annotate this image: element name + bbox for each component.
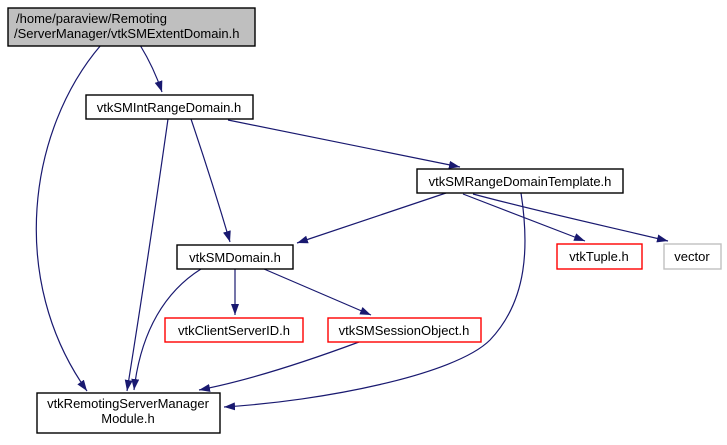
node-label: vtkSMDomain.h: [189, 250, 281, 265]
node-box: [176, 244, 294, 270]
node-box: [416, 168, 624, 194]
edge-intrangedomain-to-module: [124, 118, 169, 392]
node-label-line1: vtkRemotingServerManager: [47, 396, 210, 411]
edge-extentdomain-to-intrangedomain: [139, 44, 163, 93]
node-box: [327, 317, 482, 343]
node-vtksmrangedomaintemplate[interactable]: vtkSMRangeDomainTemplate.h: [416, 168, 624, 194]
edge-smdomain-to-smsessionobject: [263, 268, 372, 316]
node-label: vtkTuple.h: [569, 249, 629, 264]
node-label: vtkSMRangeDomainTemplate.h: [429, 174, 612, 189]
node-label: vtkSMSessionObject.h: [339, 323, 470, 338]
edge-smsessionobject-to-module: [198, 341, 360, 392]
node-vtksmsessionobject[interactable]: vtkSMSessionObject.h: [327, 317, 482, 343]
node-box: [36, 392, 221, 434]
edge-rangedomaintemplate-to-module: [223, 192, 526, 411]
node-label-line1: /home/paraview/Remoting: [16, 11, 167, 26]
edge-smdomain-to-module: [131, 268, 202, 391]
edge-extentdomain-to-module: [35, 44, 102, 392]
edge-rangedomaintemplate-to-vector: [472, 193, 669, 243]
node-label: vector: [674, 249, 710, 264]
edge-intrangedomain-to-rangedomaintemplate: [227, 119, 461, 169]
node-vtksmdomain[interactable]: vtkSMDomain.h: [176, 244, 294, 270]
node-box: [164, 317, 304, 343]
node-box: [556, 243, 643, 270]
node-vector[interactable]: vector: [663, 243, 722, 270]
edge-rangedomaintemplate-to-smdomain: [296, 192, 447, 244]
node-box: [7, 7, 256, 47]
node-vtksmextentdomain[interactable]: /home/paraview/Remoting /ServerManager/v…: [7, 7, 256, 47]
node-vtkremotingservermanagermodule[interactable]: vtkRemotingServerManager Module.h: [36, 392, 221, 434]
edge-intrangedomain-to-smdomain: [190, 118, 231, 243]
node-label: vtkSMIntRangeDomain.h: [97, 100, 242, 115]
node-vtkclientserverid[interactable]: vtkClientServerID.h: [164, 317, 304, 343]
node-box: [85, 94, 254, 120]
node-label-line2: Module.h: [101, 411, 154, 426]
node-box: [663, 243, 722, 270]
edge-layer: [35, 44, 669, 411]
node-vtktuple[interactable]: vtkTuple.h: [556, 243, 643, 270]
node-vtksmintrangedomain[interactable]: vtkSMIntRangeDomain.h: [85, 94, 254, 120]
node-label: vtkClientServerID.h: [178, 323, 290, 338]
node-label-line2: /ServerManager/vtkSMExtentDomain.h: [14, 26, 239, 41]
